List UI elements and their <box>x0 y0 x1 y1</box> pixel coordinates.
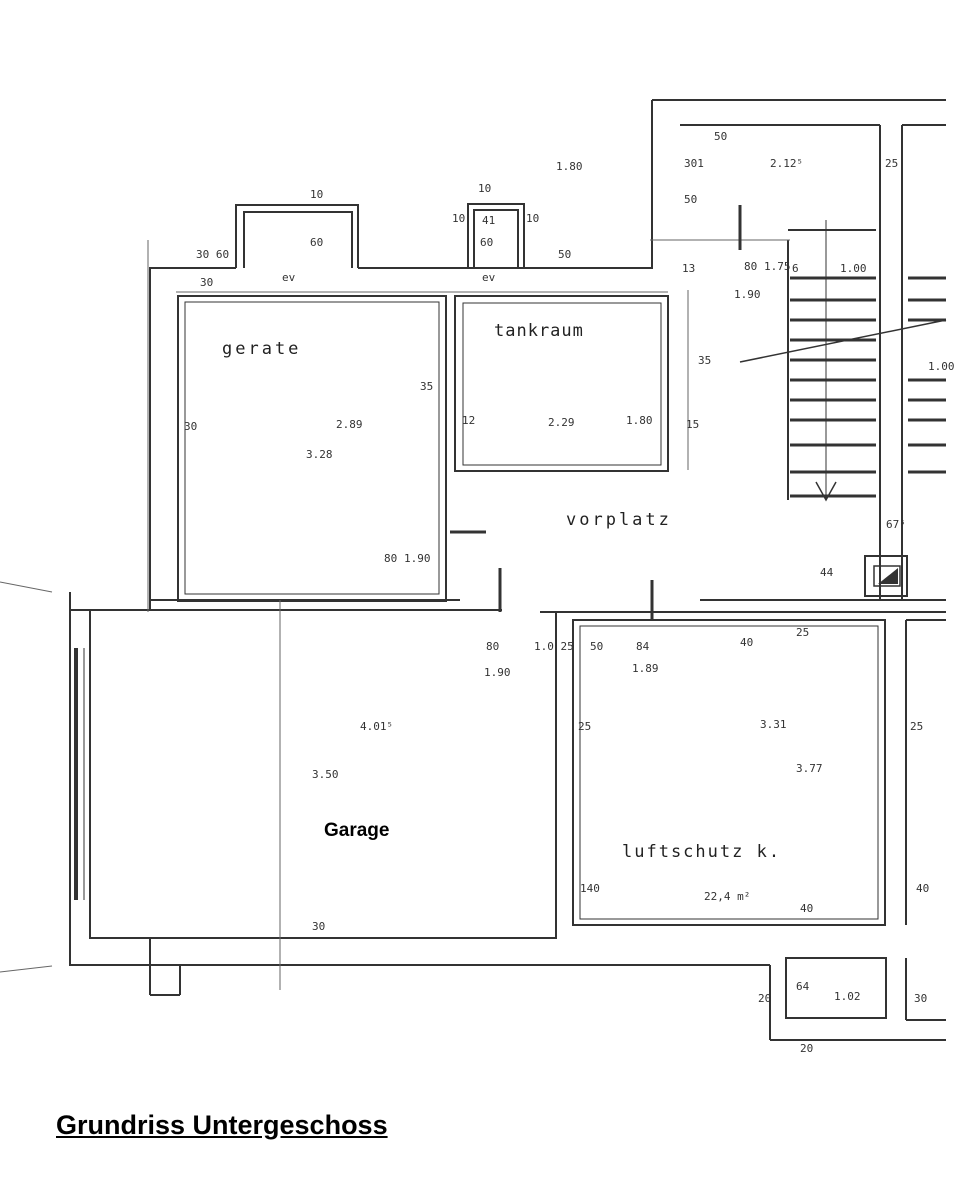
dim-label: 80 <box>486 640 499 653</box>
dim-label: 10 <box>310 188 323 201</box>
dim-label: 40 <box>916 882 929 895</box>
dim-label: 301 <box>684 157 704 170</box>
dim-label: 22,4 m² <box>704 890 750 903</box>
dim-label: 140 <box>580 882 600 895</box>
dim-label: 80 <box>744 260 757 273</box>
dim-label: 10 <box>478 182 491 195</box>
dim-label: ev <box>482 271 496 284</box>
dim-label: 30 60 <box>196 248 229 261</box>
dim-label: 13 <box>682 262 695 275</box>
dim-label: 40 <box>740 636 753 649</box>
drawing-caption: Grundriss Untergeschoss <box>56 1110 388 1140</box>
dim-label: 30 <box>312 920 325 933</box>
dim-label: ev <box>282 271 296 284</box>
dimension-lines <box>0 205 790 990</box>
dimension-labels: 301 2.12⁵ 50 25 50 1.80 10 41 10 10 60 6… <box>184 130 955 1055</box>
service-box <box>864 555 908 597</box>
dim-label: 44 <box>820 566 834 579</box>
dim-label: 1.90 <box>484 666 511 679</box>
walls <box>69 99 946 1041</box>
dim-label: 15 <box>686 418 699 431</box>
dim-label: 1.80 <box>556 160 583 173</box>
stairs <box>739 220 947 502</box>
room-label-vorplatz: vorplatz <box>566 510 672 530</box>
dim-label: 3.50 <box>312 768 339 781</box>
dim-label: 1.75 <box>764 260 791 273</box>
dim-label: 3.77 <box>796 762 823 775</box>
dim-label: 35 <box>698 354 711 367</box>
dim-label: 41 <box>482 214 495 227</box>
dim-label: 25 <box>578 720 591 733</box>
dim-label: 1.90 <box>734 288 761 301</box>
dim-label: 84 <box>636 640 650 653</box>
dim-label: 30 <box>184 420 197 433</box>
dim-label: 50 <box>558 248 571 261</box>
dim-label: 1.0 25 <box>534 640 574 653</box>
dim-label: 40 <box>800 902 813 915</box>
dim-label: 10 <box>526 212 539 225</box>
dim-label: 2.12⁵ <box>770 157 803 170</box>
dim-label: 67⁵ <box>886 518 906 531</box>
dim-label: 1.90 <box>404 552 431 565</box>
floor-plan-drawing: gerate tankraum vorplatz Garage luftschu… <box>0 99 955 1055</box>
dim-label: 50 <box>714 130 727 143</box>
dim-label: 35 <box>420 380 433 393</box>
dim-label: 2.89 <box>336 418 363 431</box>
dim-label: 80 <box>384 552 397 565</box>
dim-label: 12 <box>462 414 475 427</box>
room-label-garage: Garage <box>324 820 389 841</box>
dim-label: 60 <box>310 236 323 249</box>
room-labels: gerate tankraum vorplatz Garage luftschu… <box>222 321 781 862</box>
room-label-luftschutz: luftschutz k. <box>622 842 781 862</box>
room-label-gerate: gerate <box>222 339 301 359</box>
dim-label: 1.00 <box>840 262 867 275</box>
room-label-tankraum: tankraum <box>494 321 584 341</box>
dim-label: 30 <box>914 992 927 1005</box>
dim-label: 6 <box>792 262 799 275</box>
dim-label: 25 <box>796 626 809 639</box>
dim-label: 1.00 <box>928 360 955 373</box>
dim-label: 50 <box>684 193 697 206</box>
dim-label: 20 <box>758 992 771 1005</box>
dim-label: 60 <box>480 236 493 249</box>
dim-label: 10 <box>452 212 465 225</box>
dim-label: 64 <box>796 980 810 993</box>
dim-label: 3.31 <box>760 718 787 731</box>
dim-label: 1.89 <box>632 662 659 675</box>
dim-label: 20 <box>800 1042 813 1055</box>
dim-label: 2.29 <box>548 416 575 429</box>
dim-label: 25 <box>885 157 898 170</box>
dim-label: 50 <box>590 640 603 653</box>
dim-label: 3.28 <box>306 448 333 461</box>
dim-label: 25 <box>910 720 923 733</box>
dim-label: 1.80 <box>626 414 653 427</box>
dim-label: 1.02 <box>834 990 861 1003</box>
dim-label: 4.01⁵ <box>360 720 393 733</box>
dim-label: 30 <box>200 276 213 289</box>
